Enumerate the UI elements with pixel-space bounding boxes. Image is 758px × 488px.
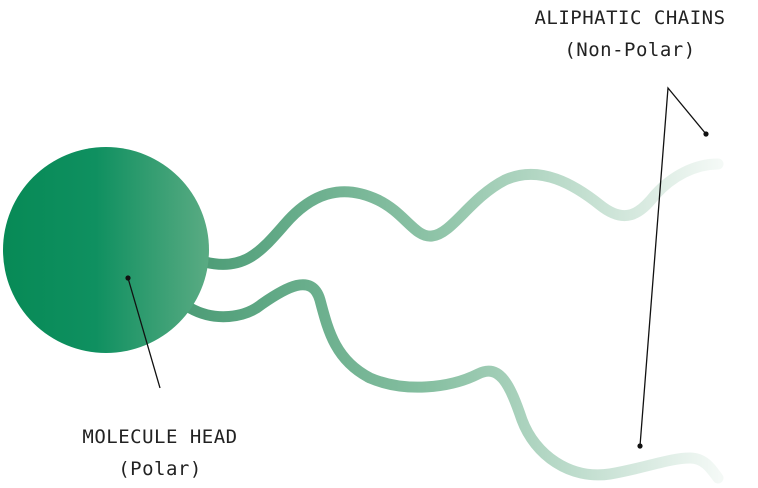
molecule-head-label: MOLECULE HEAD (Polar) [40,421,280,485]
aliphatic-chain-upper [205,164,718,264]
aliphatic-chains-subtitle: (Non-Polar) [505,34,755,66]
molecule-head-subtitle: (Polar) [40,453,280,485]
aliphatic-chains-title: ALIPHATIC CHAINS [505,2,755,34]
chains-leader-dot-lower [637,443,642,448]
chains-leader-dot-upper [703,131,708,136]
molecule-head-circle [3,147,209,353]
chains-leader-line [640,88,706,446]
aliphatic-chains-label: ALIPHATIC CHAINS (Non-Polar) [505,2,755,66]
head-leader-dot [125,275,130,280]
molecule-head-title: MOLECULE HEAD [40,421,280,453]
